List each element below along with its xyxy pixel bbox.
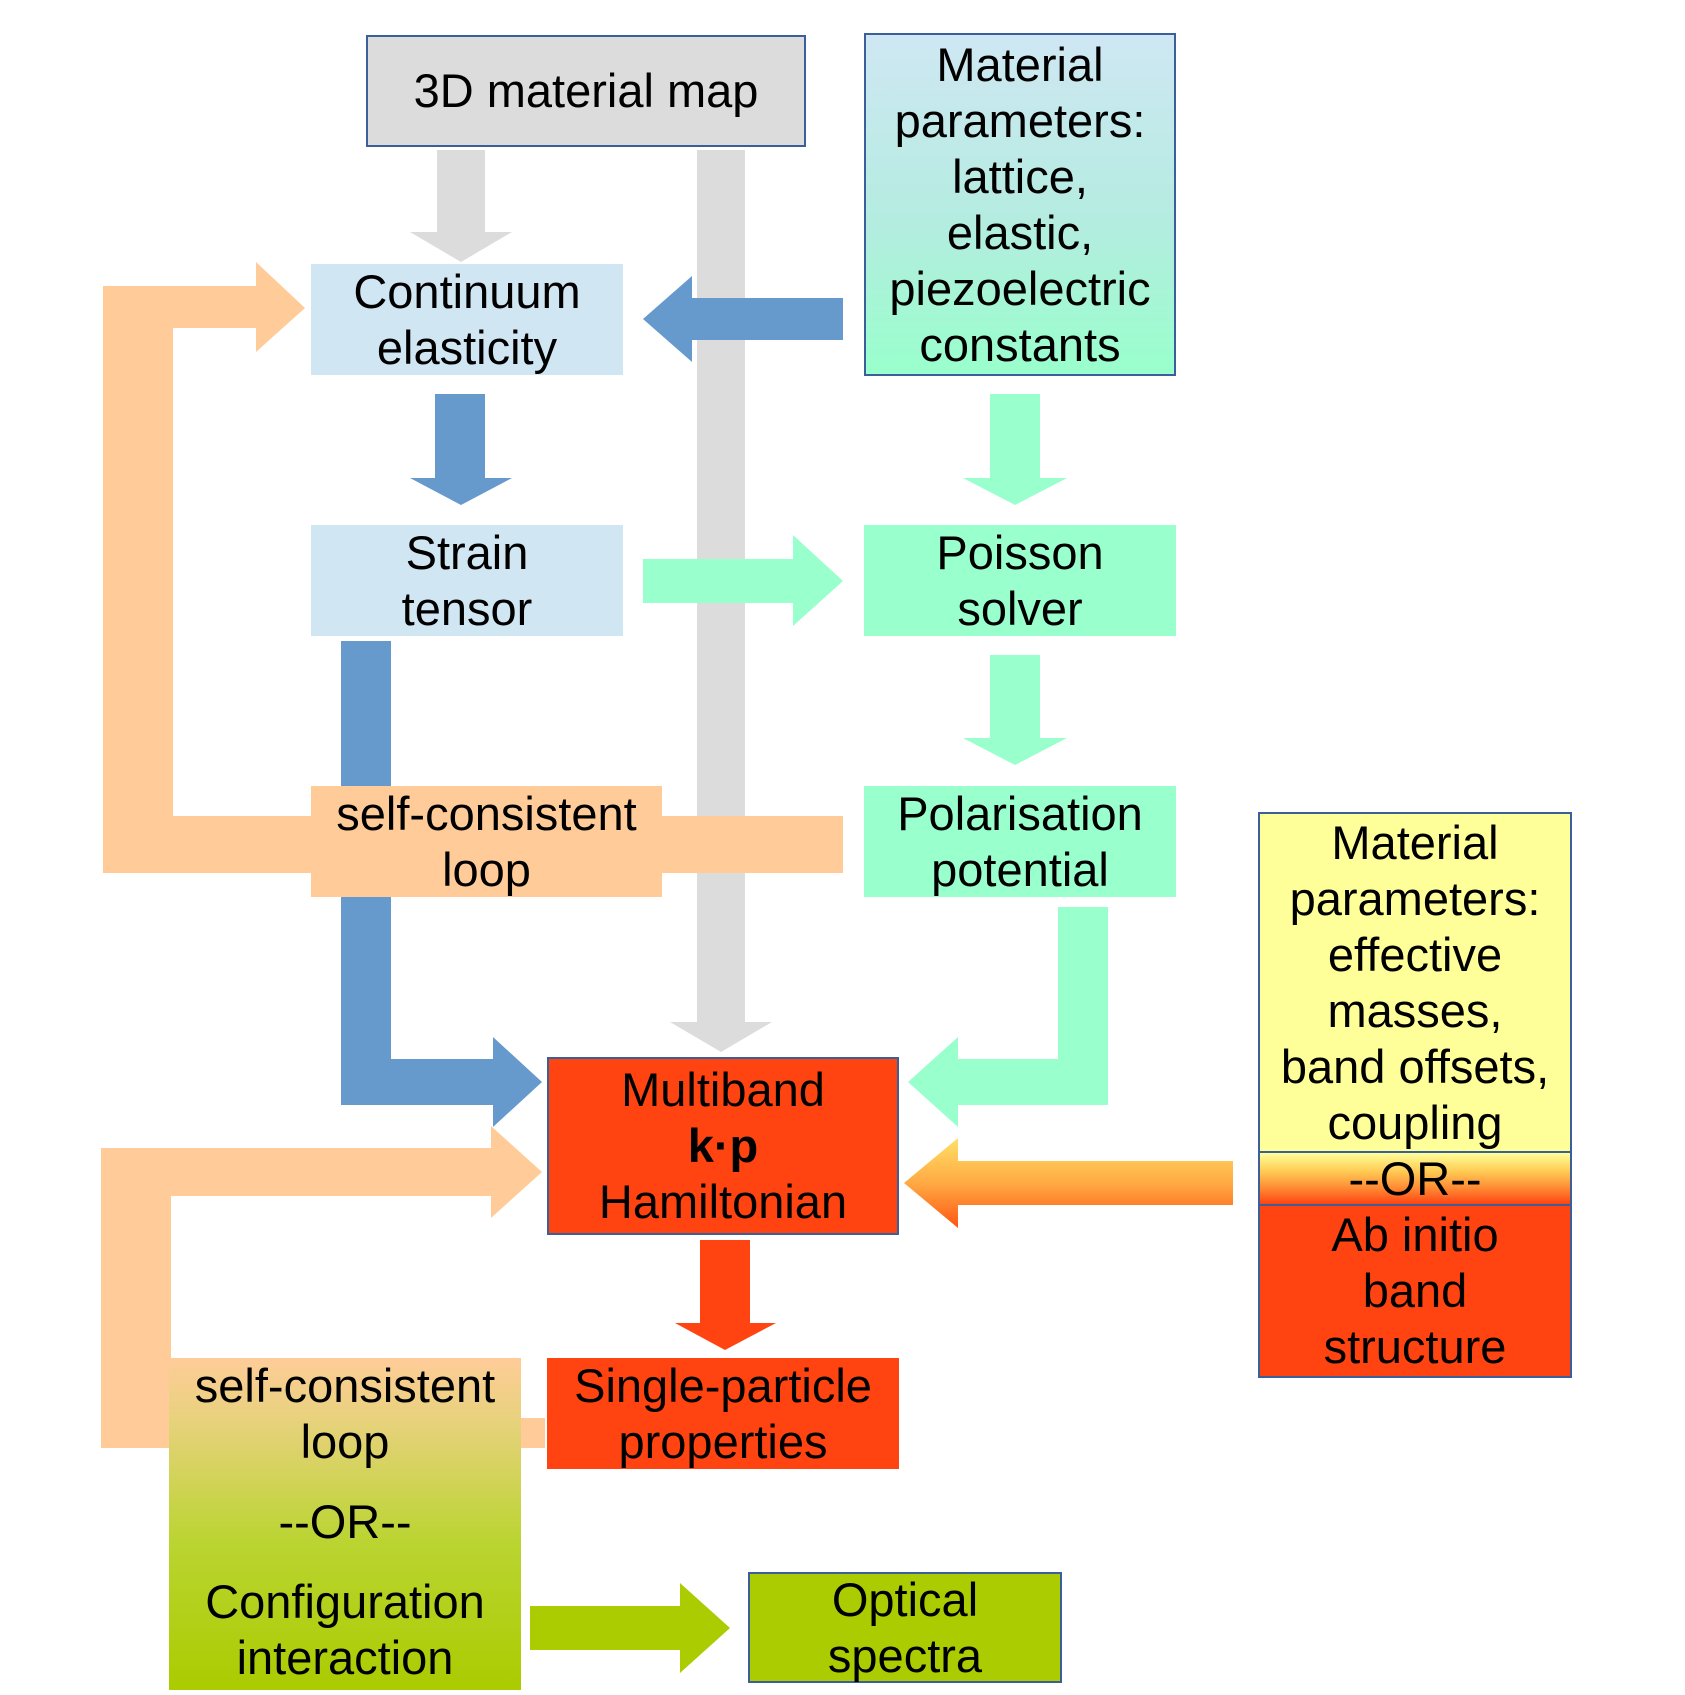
material-map-label: 3D material map [413, 64, 759, 117]
node-loop2-config-stack: self-consistent loop --OR-- Configuratio… [169, 1358, 521, 1690]
polarisation-line-2: potential [931, 842, 1109, 896]
arrow-config-to-optical [530, 1583, 730, 1673]
config-line-2: interaction [236, 1631, 454, 1684]
arrow-hamiltonian-to-single [675, 1240, 776, 1350]
or2-label: --OR-- [278, 1495, 412, 1548]
hamiltonian-line-3: Hamiltonian [598, 1175, 848, 1228]
single-line-1: Single-particle [574, 1358, 872, 1412]
mp2-line-1: Material [1331, 815, 1499, 869]
mp1-line-3: lattice, [952, 149, 1088, 203]
node-single-particle: Single-particle properties [547, 1358, 899, 1469]
mp2-line-6: coupling [1327, 1095, 1503, 1149]
arrow-loop1 [103, 262, 843, 873]
node-or-divider-1: --OR-- [1258, 1151, 1572, 1206]
arrow-params-to-continuum [643, 276, 843, 362]
mp1-line-5: piezoelectric [889, 261, 1151, 315]
mp1-line-6: constants [919, 317, 1121, 371]
mp2-line-4: masses, [1327, 983, 1503, 1037]
node-material-parameters-2: Material parameters: effective masses, b… [1258, 812, 1572, 1153]
abinitio-line-3: structure [1323, 1320, 1507, 1373]
continuum-line-1: Continuum [353, 264, 581, 318]
arrow-strain-to-poisson [643, 535, 843, 626]
mp1-line-2: parameters: [894, 93, 1146, 147]
node-self-consistent-loop-1: self-consistent loop [311, 786, 662, 897]
mp1-line-4: elastic, [946, 205, 1094, 259]
poisson-line-2: solver [957, 581, 1083, 635]
arrow-params2-to-hamiltonian [904, 1138, 1233, 1228]
abinitio-line-2: band [1362, 1264, 1468, 1317]
loop2-line-1: self-consistent [194, 1359, 496, 1412]
node-optical-spectra: Optical spectra [748, 1572, 1062, 1683]
strain-line-1: Strain [405, 525, 529, 579]
arrow-params-to-poisson [963, 394, 1067, 505]
single-line-2: properties [618, 1414, 828, 1468]
optical-line-2: spectra [827, 1628, 983, 1682]
node-material-parameters-1: Material parameters: lattice, elastic, p… [864, 33, 1176, 376]
arrow-poisson-to-polarisation [963, 655, 1067, 765]
mp2-line-3: effective [1327, 927, 1503, 981]
config-line-1: Configuration [205, 1575, 485, 1628]
arrow-map-to-continuum [410, 150, 512, 262]
polarisation-line-1: Polarisation [897, 786, 1143, 840]
continuum-line-2: elasticity [376, 320, 558, 374]
or1-label: --OR-- [1348, 1151, 1482, 1205]
arrow-loop2 [101, 1126, 545, 1448]
loop2-line-2: loop [300, 1415, 390, 1468]
strain-line-2: tensor [401, 581, 533, 635]
loop1-line-2: loop [442, 842, 531, 896]
loop1-line-1: self-consistent [336, 786, 637, 840]
node-ab-initio: Ab initio band structure [1258, 1204, 1572, 1378]
arrow-continuum-to-strain [410, 394, 512, 505]
node-hamiltonian: Multiband k·p Hamiltonian [547, 1057, 899, 1235]
node-poisson-solver: Poisson solver [864, 525, 1176, 636]
node-strain-tensor: Strain tensor [311, 525, 623, 636]
mp2-line-5: band offsets, [1280, 1039, 1550, 1093]
hamiltonian-line-1: Multiband [621, 1063, 825, 1116]
node-continuum-elasticity: Continuum elasticity [311, 264, 623, 375]
mp1-line-1: Material [936, 37, 1104, 91]
arrow-polarisation-to-hamiltonian [908, 907, 1108, 1127]
abinitio-line-1: Ab initio [1331, 1208, 1499, 1261]
node-material-map: 3D material map [366, 35, 806, 147]
optical-line-1: Optical [831, 1572, 979, 1626]
node-polarisation-potential: Polarisation potential [864, 786, 1176, 897]
hamiltonian-line-2: k·p [687, 1119, 759, 1172]
mp2-line-2: parameters: [1289, 871, 1541, 925]
poisson-line-1: Poisson [936, 525, 1104, 579]
